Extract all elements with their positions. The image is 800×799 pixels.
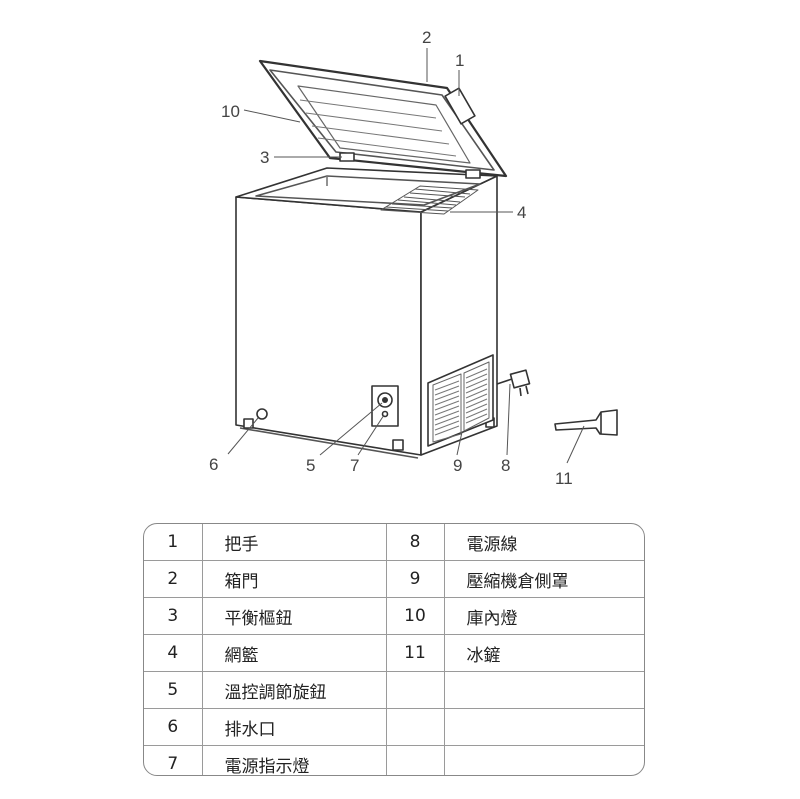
part-number — [385, 671, 445, 709]
part-number: 11 — [385, 634, 445, 672]
callout-4: 4 — [517, 203, 526, 222]
wire-basket — [380, 185, 479, 215]
part-name: 電源指示燈 — [201, 745, 387, 775]
part-name: 平衡樞鈕 — [201, 597, 387, 635]
part-number — [385, 745, 445, 775]
table-row: 4 網籃 11 冰鏟 — [144, 634, 644, 672]
part-name: 箱門 — [201, 560, 387, 598]
callout-3: 3 — [260, 148, 269, 167]
freezer-lid — [258, 59, 508, 179]
drain-outlet — [256, 408, 268, 420]
part-name — [443, 708, 644, 746]
part-number: 1 — [144, 524, 203, 561]
thermostat-panel — [371, 385, 399, 427]
part-number: 9 — [385, 560, 445, 598]
part-name: 溫控調節旋鈕 — [201, 671, 387, 709]
part-name: 庫內燈 — [443, 597, 644, 635]
part-name: 網籃 — [201, 634, 387, 672]
part-number: 6 — [144, 708, 203, 746]
part-number: 7 — [144, 745, 203, 775]
parts-list: 1 把手 8 電源線 2 箱門 9 壓縮機倉側罩 3 平衡樞鈕 10 庫內燈 4… — [144, 524, 644, 775]
compressor-cover — [427, 354, 494, 447]
table-row: 7 電源指示燈 — [144, 745, 644, 775]
callout-8: 8 — [501, 456, 510, 475]
table-row: 6 排水口 — [144, 708, 644, 746]
callout-1: 1 — [455, 51, 464, 70]
part-number: 5 — [144, 671, 203, 709]
callout-labels: 2 1 10 3 4 6 5 7 9 8 11 — [209, 28, 573, 488]
table-row: 3 平衡樞鈕 10 庫內燈 — [144, 597, 644, 635]
part-name — [443, 745, 644, 775]
part-name: 電源線 — [443, 524, 644, 561]
ice-scraper — [554, 409, 618, 436]
table-row: 1 把手 8 電源線 — [144, 524, 644, 561]
callout-7: 7 — [350, 456, 359, 475]
part-number: 4 — [144, 634, 203, 672]
callout-11: 11 — [555, 469, 573, 488]
part-name — [443, 671, 644, 709]
callout-5: 5 — [306, 456, 315, 475]
part-name: 把手 — [201, 524, 387, 561]
callout-6: 6 — [209, 455, 218, 474]
part-number: 10 — [385, 597, 445, 635]
part-number — [385, 708, 445, 746]
callout-10: 10 — [221, 102, 240, 121]
part-name: 冰鏟 — [443, 634, 644, 672]
part-number: 2 — [144, 560, 203, 598]
part-name: 壓縮機倉側罩 — [443, 560, 644, 598]
callout-9: 9 — [453, 456, 462, 475]
freezer-diagram: 2 1 10 3 4 6 5 7 9 8 11 — [209, 28, 618, 488]
part-name: 排水口 — [201, 708, 387, 746]
part-number: 3 — [144, 597, 203, 635]
parts-table: 1 把手 8 電源線 2 箱門 9 壓縮機倉側罩 3 平衡樞鈕 10 庫內燈 4… — [143, 523, 645, 776]
callout-2: 2 — [422, 28, 431, 47]
table-row: 2 箱門 9 壓縮機倉側罩 — [144, 560, 644, 598]
table-row: 5 溫控調節旋鈕 — [144, 671, 644, 709]
part-number: 8 — [385, 524, 445, 561]
power-cord — [496, 369, 531, 397]
